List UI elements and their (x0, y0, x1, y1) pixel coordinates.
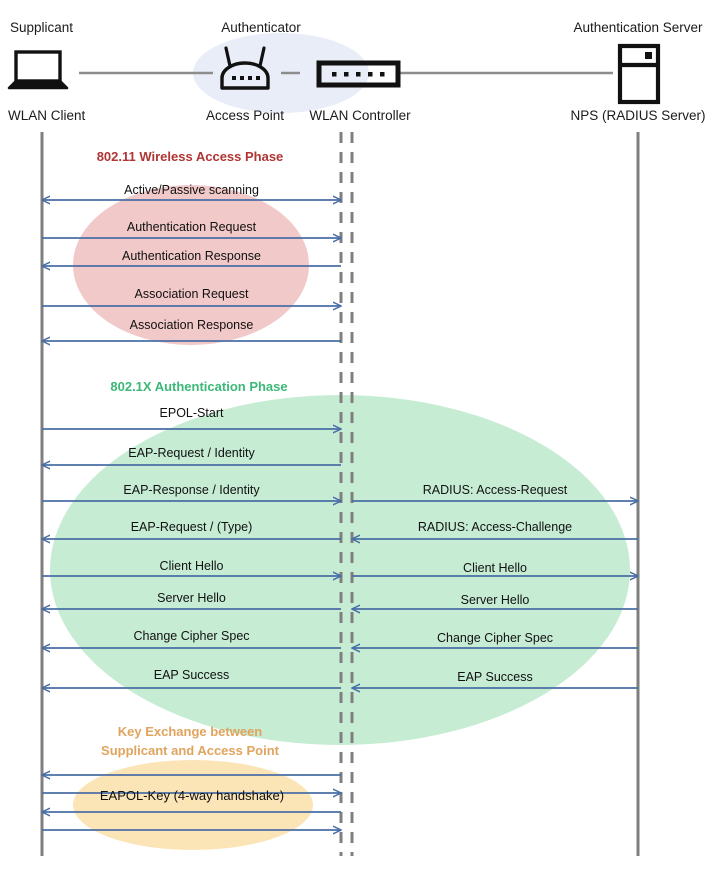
message-label: Active/Passive scanning (124, 183, 259, 197)
message-label: Server Hello (157, 591, 226, 605)
message-label: Client Hello (159, 559, 224, 573)
message-label: Server Hello (460, 593, 530, 607)
actor-role-supplicant: Supplicant (10, 20, 74, 35)
phase-8021x-ellipse (50, 395, 630, 745)
message-arrows (42, 200, 638, 830)
lifelines (40, 132, 640, 856)
access-point-icon (220, 46, 270, 90)
message-label: EAP-Response / Identity (123, 483, 260, 497)
phase-key-exchange-ellipse (73, 760, 313, 850)
phase-ellipses (50, 185, 630, 850)
actor-device-wlan-controller: WLAN Controller (309, 108, 411, 123)
eapol-key-caption: EAPOL-Key (4-way handshake) (99, 788, 285, 803)
actor-role-authenticator: Authenticator (221, 20, 301, 35)
message-label: Authentication Request (126, 220, 257, 234)
message-label: EAP-Request / Identity (128, 446, 255, 460)
wlan-controller-icon (316, 60, 401, 88)
message-label: RADIUS: Access-Challenge (417, 520, 573, 534)
message-label: Client Hello (463, 561, 527, 575)
actor-device-access-point: Access Point (205, 108, 285, 123)
phase-title-80211: 802.11 Wireless Access Phase (96, 149, 284, 164)
laptop-icon (7, 50, 69, 90)
message-label: Change Cipher Spec (436, 631, 554, 645)
message-label: Authentication Response (122, 249, 261, 263)
message-label: EAP-Request / (Type) (130, 520, 253, 534)
message-label: EAP Success (153, 668, 230, 682)
server-icon (617, 43, 661, 105)
message-label: Association Response (129, 318, 254, 332)
message-label: Change Cipher Spec (133, 629, 250, 643)
phase-80211-ellipse (73, 185, 309, 345)
message-label: EAP Success (457, 670, 533, 684)
message-label: RADIUS: Access-Request (422, 483, 568, 497)
phase-title-8021x: 802.1X Authentication Phase (110, 379, 288, 394)
message-label: EPOL-Start (159, 406, 224, 420)
actor-device-nps-radius-server: NPS (RADIUS Server) (570, 108, 706, 123)
message-label: Association Request (134, 287, 249, 301)
actor-device-wlan-client: WLAN Client (8, 108, 86, 123)
actor-role-auth-server: Authentication Server (573, 20, 703, 35)
